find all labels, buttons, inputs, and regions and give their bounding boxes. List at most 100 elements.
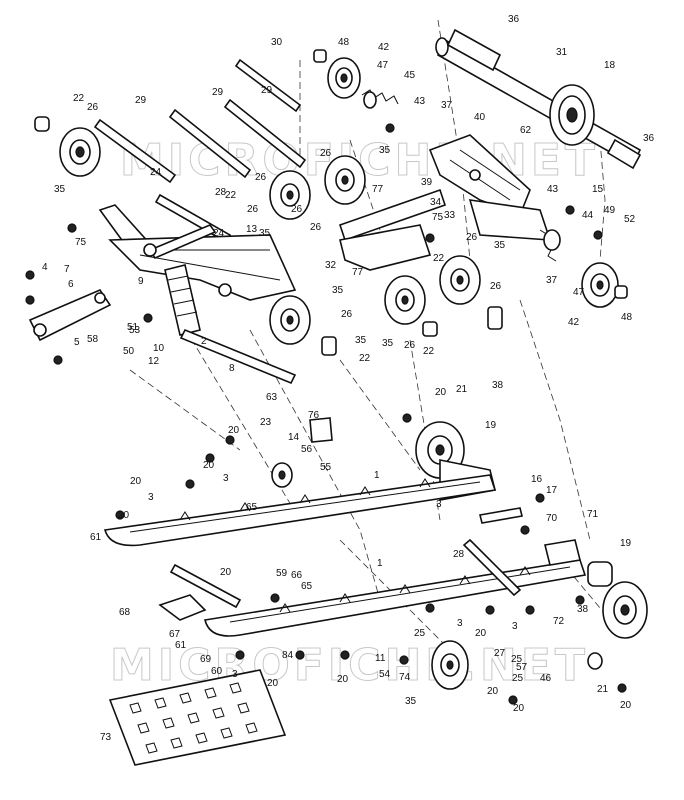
bushing-19 [587,561,613,587]
callout-10: 10 [153,343,165,354]
callout-48: 48 [338,37,350,48]
callout-31: 31 [556,47,568,58]
callout-20: 20 [337,674,349,685]
callout-26: 26 [87,102,99,113]
callout-26: 26 [341,309,353,320]
callout-11: 11 [375,653,386,664]
callout-84: 84 [282,650,294,661]
callout-39: 39 [421,177,433,188]
callout-35: 35 [379,145,391,156]
callout-3: 3 [232,669,238,680]
callout-65: 65 [246,502,258,513]
callout-47: 47 [573,287,585,298]
callout-43: 43 [547,184,559,195]
callout-60: 60 [211,666,223,677]
callout-4: 4 [42,262,48,273]
callout-51: 51 [127,322,139,333]
shock-absorber-10 [164,264,201,336]
callout-32: 32 [325,260,337,271]
callout-22: 22 [423,346,435,357]
callout-3: 3 [457,618,463,629]
callout-72: 72 [553,616,565,627]
callout-26: 26 [247,204,259,215]
callout-27: 27 [494,648,506,659]
callout-63: 63 [266,392,278,403]
callout-28: 28 [453,549,465,560]
callout-35: 35 [355,335,367,346]
callout-69: 69 [200,654,212,665]
callout-1: 1 [377,558,383,569]
callout-22: 22 [359,353,371,364]
spring-45 [361,89,399,109]
callout-35: 35 [382,338,394,349]
front-arm-assembly [98,204,297,301]
bushing-22-a [321,336,337,356]
idler-wheel-35-lower-c [439,255,481,305]
watermark-bottom: MICROFICHE.NET [110,640,589,691]
callout-36: 36 [508,14,520,25]
callout-53: 53 [129,325,141,336]
callout-35: 35 [494,240,506,251]
callout-61: 61 [90,532,102,543]
rear-axle-assembly [435,28,642,170]
callout-13: 13 [246,224,258,235]
callout-26: 26 [490,281,502,292]
callout-71: 71 [587,509,599,520]
callout-35: 35 [332,285,344,296]
callout-20: 20 [228,425,240,436]
callout-22: 22 [225,190,237,201]
callout-7: 7 [64,264,70,275]
callout-20: 20 [130,476,142,487]
shaft-8 [179,328,297,385]
callout-15: 15 [592,184,604,195]
callout-29: 29 [135,95,147,106]
callout-45: 45 [404,70,416,81]
callout-3: 3 [223,473,229,484]
shaft-16 [479,507,523,524]
callout-68: 68 [119,607,131,618]
idler-wheel-35-bottom [431,640,469,690]
callout-21: 21 [456,384,468,395]
plate-67 [158,594,207,621]
callout-26: 26 [320,148,332,159]
idler-wheel-35-left [59,127,101,177]
callout-12: 12 [148,356,160,367]
callout-28: 28 [215,187,227,198]
bearing-48 [313,49,327,63]
callout-75: 75 [75,237,87,248]
bushing-22-top [34,116,50,132]
callout-62: 62 [520,125,532,136]
callout-77: 77 [352,267,364,278]
callout-61: 61 [175,640,187,651]
callout-18: 18 [604,60,616,71]
idler-wheel-35-mid-a [269,170,311,220]
callout-20: 20 [203,460,215,471]
callout-14: 14 [288,432,300,443]
callout-36: 36 [643,133,655,144]
callout-24: 24 [213,228,225,239]
bushing-22-c [422,321,438,337]
callout-50: 50 [123,346,135,357]
callout-77: 77 [372,184,384,195]
callout-3: 3 [436,499,442,510]
callout-59: 59 [276,568,288,579]
callout-29: 29 [212,87,224,98]
callout-34: 34 [430,197,442,208]
callout-35: 35 [405,696,417,707]
callout-5: 5 [74,337,80,348]
callout-26: 26 [466,232,478,243]
callout-2: 2 [201,336,207,347]
callout-22: 22 [73,93,85,104]
wheel-56 [271,462,293,488]
bracket-76 [309,417,333,443]
callout-33: 33 [444,210,456,221]
callout-16: 16 [531,474,543,485]
callout-26: 26 [310,222,322,233]
washer-21 [587,652,603,670]
front-link-6 [28,289,112,342]
callout-20: 20 [435,387,447,398]
callout-56: 56 [301,444,313,455]
callout-42: 42 [568,317,580,328]
wheel-38-lower [602,581,648,639]
